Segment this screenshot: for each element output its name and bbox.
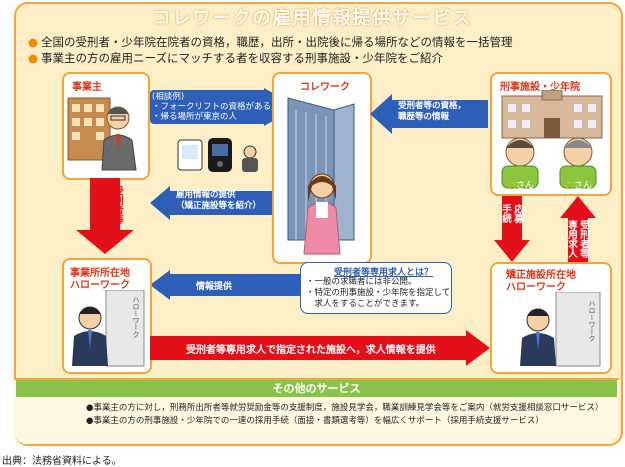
consult-head: (相談例) [152, 92, 185, 102]
inmates-illustration [501, 137, 597, 189]
note-item-2: ・特定の刑事施設・少年院を指定して [306, 288, 451, 298]
consult-bubble [150, 90, 270, 124]
hellowork-right-title-2: ハローワーク [506, 282, 566, 293]
hellowork-left-illustration [72, 290, 145, 367]
intro-line-2: ●事業主の方の雇用ニーズにマッチする者を収容する刑事施設・少年院をご紹介 [28, 51, 443, 65]
procedure-label-b: 手続 [500, 204, 511, 223]
inmate-tag-2-text: さん [573, 181, 592, 191]
note-item-3: 求人をすることができます。 [306, 299, 425, 309]
employment-info-label: 雇用情報の提供 （矯正施設等を紹介） [176, 190, 261, 212]
bottom-arrow [150, 330, 490, 366]
intro-line-1: ●全国の受刑者・少年院在院者の資格，職歴，出所・出院後に帰る場所などの情報を一括… [28, 35, 513, 49]
info-provide-label: 情報提供 [196, 282, 233, 292]
hellowork-right-sign: ハローワーク [588, 300, 596, 342]
note-head: 受刑者等専用求人とは？ [334, 268, 434, 278]
source-note: 出典：法務省資料による。 [2, 456, 122, 467]
other-service-item-1: ●事業主の方に対し，刑務所出所者等就労奨励金等の支援制度，施設見学会，職業訓練見… [86, 403, 604, 413]
employer-illustration [67, 97, 137, 171]
intro-text-1: 全国の受刑者・少年院在院者の資格，職歴，出所・出院後に帰る場所などの情報を一括管… [41, 35, 513, 49]
corrework-illustration [287, 97, 355, 255]
job-offer-arrow [560, 196, 596, 262]
other-services-title: その他のサービス [16, 380, 617, 397]
devices-illustration [177, 138, 258, 172]
info-in-arrow [370, 94, 488, 134]
employment-info-line-2: （矯正施設等を紹介） [176, 201, 262, 211]
hellowork-right-illustration [520, 292, 601, 367]
hellowork-left-title-2: ハローワーク [70, 280, 130, 291]
note-body: ・一般の求職者には非公開。 ・特定の刑事施設・少年院を指定して 求人をすることが… [306, 277, 450, 310]
note-item-1: ・一般の求職者には非公開。 [306, 277, 417, 287]
apply-label-c: 申込み [88, 186, 99, 215]
employment-info-arrow [150, 186, 272, 220]
employment-info-line-1: 雇用情報の提供 [176, 190, 236, 200]
consult-item-2: ・帰る場所が東京の人 [152, 112, 238, 122]
procedure-arrow [494, 196, 530, 262]
inmate-tag-1-text: さん [515, 181, 534, 191]
job-offer-label-b: 専用求人 [566, 220, 577, 258]
other-services-list: ●事業主の方に対し，刑務所出所者等就労奨励金等の支援制度，施設見学会，職業訓練見… [86, 402, 603, 428]
tag-circle-icon: ○ [508, 181, 516, 191]
inmate-tag-2: ○さん [566, 178, 592, 191]
info-in-line-2: 職歴等の情報 [398, 112, 450, 122]
intro-text-2: 事業主の方の雇用ニーズにマッチする者を収容する刑事施設・少年院をご紹介 [41, 51, 443, 65]
apply-label-b: 専用求人の [100, 186, 111, 234]
employer-title: 事業主 [72, 82, 102, 93]
hellowork-right-title-1: 矯正施設所在地 [506, 270, 576, 281]
other-service-item-2: ●事業主の方の刑事施設・少年院での一連の採用手続（面接・書類選考等）を幅広くサポ… [86, 416, 544, 426]
facility-title: 刑事施設・少年院 [500, 82, 580, 93]
hellowork-left-title-1: 事業所所在地 [70, 268, 130, 279]
info-provide-arrow [150, 270, 310, 300]
consult-item-1: ・フォークリフトの資格がある人 [152, 102, 280, 112]
bottom-arrow-label: 受刑者等専用求人で指定された施設へ，求人情報を提供 [186, 345, 436, 356]
info-in-line-1: 受刑者等の資格， [398, 101, 467, 111]
procedure-label-a: 応募 [512, 204, 523, 223]
job-offer-label-a: 受刑者等 [578, 220, 589, 258]
inmate-tag-1: ○さん [508, 178, 534, 191]
info-in-label: 受刑者等の資格， 職歴等の情報 [398, 101, 466, 123]
apply-label-a: 受刑者等 [112, 186, 123, 224]
consult-text: (相談例) ・フォークリフトの資格がある人 ・帰る場所が東京の人 [152, 92, 280, 122]
corrework-title: コレワーク [300, 82, 350, 93]
apply-arrow [76, 178, 134, 254]
tag-circle-icon: ○ [566, 181, 574, 191]
note-bubble [300, 262, 452, 314]
diagram-title: コレワークの雇用情報提供サービス [152, 8, 473, 29]
hellowork-left-sign: ハローワーク [132, 296, 140, 338]
facility-building [501, 90, 603, 139]
